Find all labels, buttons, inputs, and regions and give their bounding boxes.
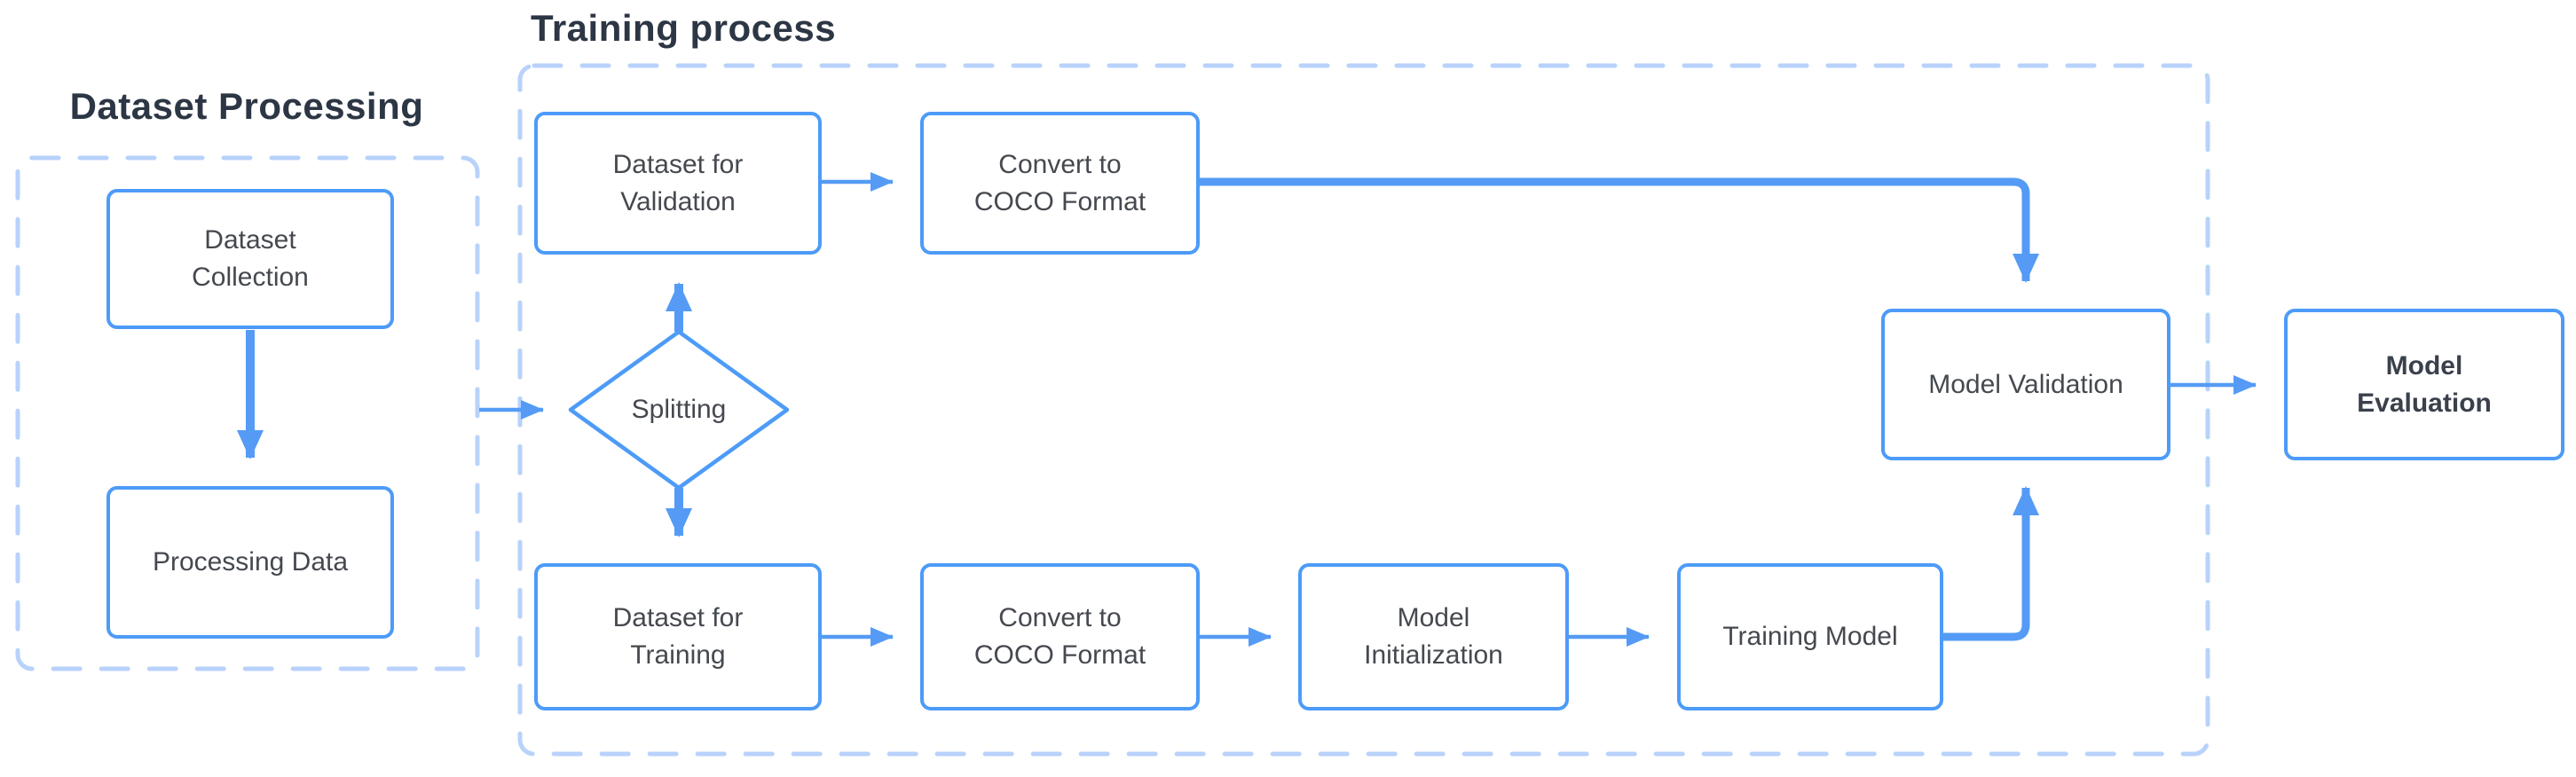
node-convert-coco-top: Convert to COCO Format (920, 112, 1200, 255)
node-dataset-for-training: Dataset for Training (534, 563, 822, 710)
dataset-processing-title: Dataset Processing (69, 85, 424, 127)
dataset-processing-section-frame (15, 155, 480, 671)
node-model-initialization: Model Initialization (1298, 563, 1569, 710)
edge-coco-top-to-model-validation (1200, 177, 2039, 283)
node-dataset-for-validation: Dataset for Validation (534, 112, 822, 255)
node-processing-data: Processing Data (106, 486, 394, 639)
node-splitting-label: Splitting (631, 395, 727, 424)
node-model-evaluation: Model Evaluation (2284, 309, 2564, 460)
node-training-model: Training Model (1677, 563, 1943, 710)
training-process-title: Training process (531, 7, 837, 49)
node-convert-coco-bottom: Convert to COCO Format (920, 563, 1200, 710)
edge-training-model-to-model-validation (1943, 486, 2039, 641)
node-model-validation: Model Validation (1881, 309, 2170, 460)
splitting-diamond-shape (568, 329, 790, 491)
node-dataset-collection: Dataset Collection (106, 189, 394, 329)
